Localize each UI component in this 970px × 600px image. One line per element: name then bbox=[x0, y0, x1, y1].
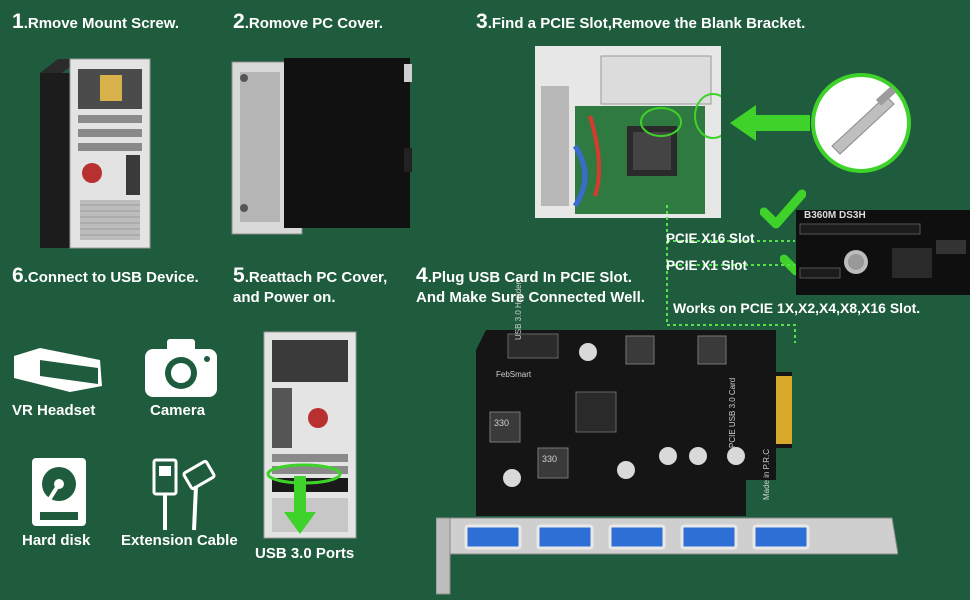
step-2-number: 2 bbox=[233, 10, 245, 33]
extension-cable-label: Extension Cable bbox=[121, 532, 238, 549]
motherboard-model: B360M DS3H bbox=[804, 210, 866, 221]
step-4-title: 4.Plug USB Card In PCIE Slot. And Make S… bbox=[416, 264, 645, 308]
step-5-number: 5 bbox=[233, 264, 245, 287]
pc-interior-image bbox=[535, 46, 721, 218]
step-1-number: 1 bbox=[12, 10, 24, 33]
camera-label: Camera bbox=[150, 402, 206, 419]
step-3-number: 3 bbox=[476, 10, 488, 33]
step-1-text: .Rmove Mount Screw. bbox=[23, 15, 179, 32]
step-6-number: 6 bbox=[12, 264, 24, 287]
brand-mark: FebSmart bbox=[496, 370, 532, 379]
inductor-mark: 330 bbox=[494, 418, 510, 428]
made-in-mark: Made in P.R.C bbox=[762, 449, 771, 500]
motherboard-closeup-image: B360M DS3H bbox=[796, 210, 970, 295]
step-4-text-line2: And Make Sure Connected Well. bbox=[416, 289, 645, 306]
step-4-text: .Plug USB Card In PCIE Slot. bbox=[427, 269, 632, 286]
usb-header-mark: USB 3.0 Header bbox=[514, 281, 523, 340]
pc-tower-back-image bbox=[40, 55, 152, 250]
extension-cable-icon bbox=[150, 456, 216, 532]
step-1-title: 1.Rmove Mount Screw. bbox=[12, 10, 179, 34]
card-model-mark: PCIE USB 3.0 Card bbox=[728, 377, 737, 448]
arrow-down-icon bbox=[282, 476, 318, 536]
check-icon bbox=[760, 188, 806, 230]
step-2-text: .Romove PC Cover. bbox=[244, 15, 384, 32]
step-5-title: 5.Reattach PC Cover, and Power on. bbox=[233, 264, 388, 308]
pc-cover-image bbox=[228, 58, 414, 238]
step-5-text: .Reattach PC Cover, bbox=[244, 269, 388, 286]
inductor-mark: 330 bbox=[542, 454, 558, 464]
step-4-number: 4 bbox=[416, 264, 428, 287]
blank-bracket-image bbox=[810, 72, 912, 174]
step-5-text-line2: and Power on. bbox=[233, 289, 336, 306]
step-6-text: .Connect to USB Device. bbox=[23, 269, 199, 286]
pc-tower-ports-image bbox=[262, 330, 358, 540]
step-6-title: 6.Connect to USB Device. bbox=[12, 264, 199, 288]
works-on-label: Works on PCIE 1X,X2,X4,X8,X16 Slot. bbox=[673, 300, 921, 316]
step-3-title: 3.Find a PCIE Slot,Remove the Blank Brac… bbox=[476, 10, 806, 34]
hard-disk-label: Hard disk bbox=[22, 532, 91, 549]
pcie-usb-card-image: USB 3.0 Header 330 330 FebSmart PCIE USB… bbox=[436, 282, 898, 595]
step-3-text: .Find a PCIE Slot,Remove the Blank Brack… bbox=[487, 15, 806, 32]
hard-disk-icon bbox=[30, 456, 88, 528]
vr-headset-icon bbox=[10, 342, 106, 398]
usb-ports-label: USB 3.0 Ports bbox=[255, 545, 355, 562]
dotted-connector bbox=[655, 205, 805, 345]
vr-headset-label: VR Headset bbox=[12, 402, 96, 419]
step-2-title: 2.Romove PC Cover. bbox=[233, 10, 384, 34]
arrow-left-icon bbox=[730, 103, 810, 143]
pcie-x16-label: PCIE X16 Slot bbox=[666, 231, 755, 246]
pcie-x1-label: PCIE X1 Slot bbox=[666, 258, 748, 273]
camera-icon bbox=[143, 337, 219, 399]
